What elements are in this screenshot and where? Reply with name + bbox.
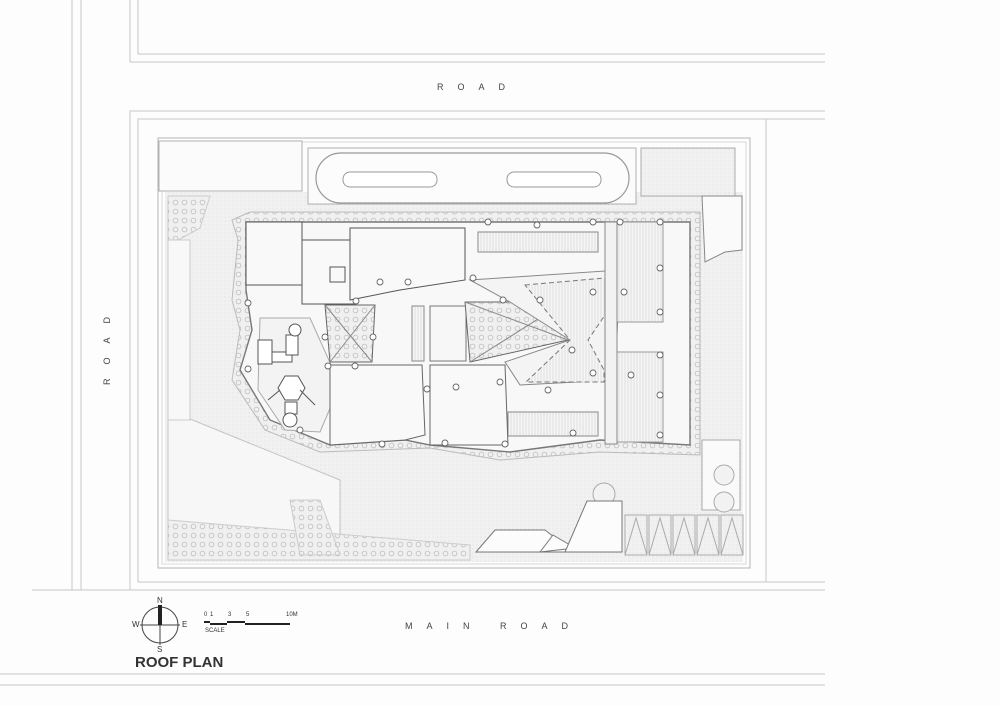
scale-tick-5: 5 (246, 612, 250, 618)
scale-tick-0: 0 (204, 612, 208, 618)
rooms-lower (329, 364, 509, 446)
parking-bays (624, 514, 744, 556)
trees (592, 464, 735, 513)
columns (244, 218, 664, 448)
scale-tick-10m: 10M (286, 612, 298, 618)
road-label-left: ROAD (102, 302, 112, 385)
roof-band-bottom (507, 411, 599, 437)
rooms-left (245, 221, 466, 305)
stair-1 (411, 305, 425, 362)
top-left-block (158, 140, 303, 192)
terrace-right-top (616, 221, 664, 323)
compass-east: E (182, 620, 188, 629)
drawing-title: ROOF PLAN (135, 654, 224, 671)
playground-area (257, 317, 341, 433)
play-structure (257, 323, 316, 428)
road-label-bottom: MAIN ROAD (405, 621, 583, 631)
road-label-top: ROAD (437, 82, 520, 92)
top-rounded-volume (315, 152, 630, 204)
scale-label: SCALE (205, 628, 225, 634)
right-wing (701, 195, 743, 263)
top-right-block (640, 147, 736, 197)
compass-north: N (157, 596, 163, 605)
scale-tick-1: 1 (210, 612, 214, 618)
site-boundary (157, 137, 751, 569)
compass-west: W (132, 620, 140, 629)
compass-icon (140, 605, 180, 645)
compass-south: S (157, 645, 163, 654)
terrace-right-bottom (616, 351, 664, 443)
stair-2 (429, 305, 467, 362)
scale-bar (204, 621, 290, 625)
roof-band-top (477, 231, 599, 253)
road-edges (0, 0, 825, 686)
scale-tick-3: 3 (228, 612, 232, 618)
bottom-roof-volumes (474, 500, 623, 553)
